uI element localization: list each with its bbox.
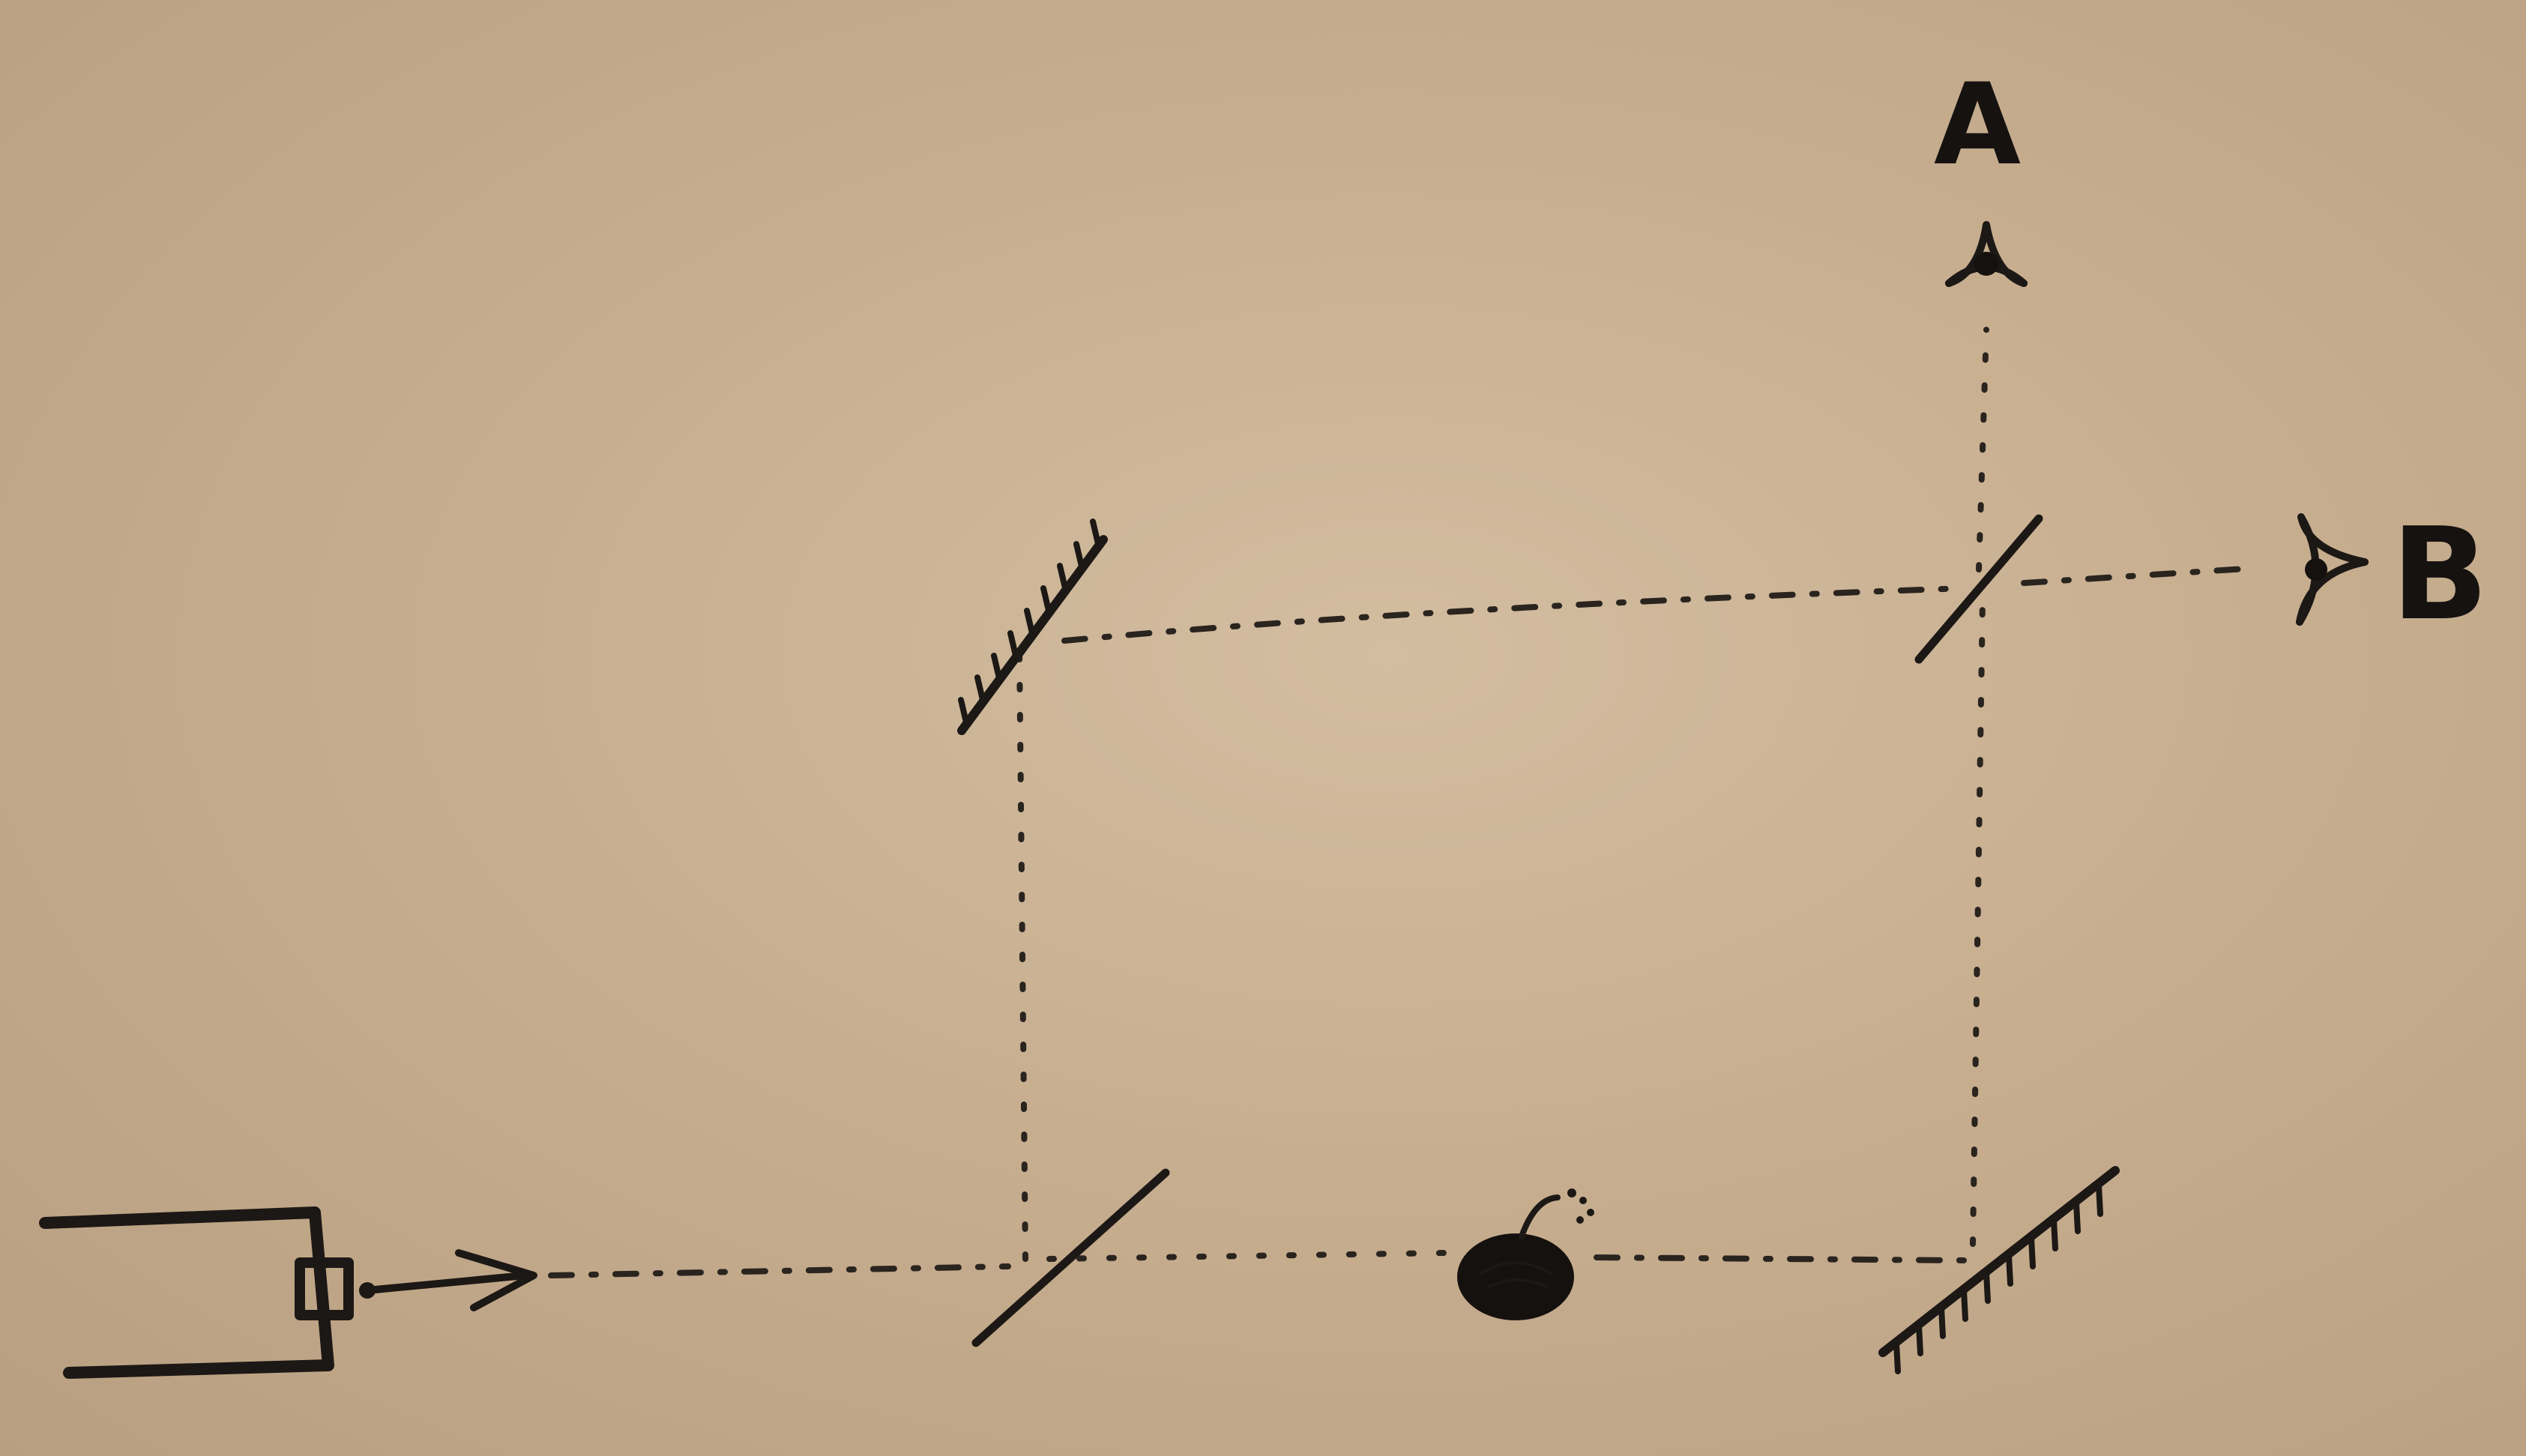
eye-detector-icon <box>2296 513 2369 626</box>
lower-arm-beam-after-bomb <box>1594 1254 1971 1263</box>
mirror-icon <box>957 519 1108 735</box>
left-arm-beam <box>1016 645 1028 1262</box>
output-beam-b <box>2021 565 2259 586</box>
right-arm-beam <box>1970 596 1986 1247</box>
mirror-icon <box>1878 1166 2120 1374</box>
lower-arm-beam <box>1046 1250 1450 1262</box>
detector-a-label: A <box>1934 60 2021 190</box>
output-beam-a <box>1976 327 1989 573</box>
laser-source-icon <box>39 1206 537 1379</box>
bomb-icon <box>1457 1188 1594 1320</box>
beam-splitter-icon <box>971 1168 1170 1347</box>
upper-arm-beam <box>1061 585 1967 644</box>
input-beam <box>548 1263 1011 1278</box>
detector-b-label: B <box>2391 501 2489 649</box>
eye-detector-icon <box>1945 221 2028 287</box>
beam-splitter-icon <box>1914 514 2043 664</box>
